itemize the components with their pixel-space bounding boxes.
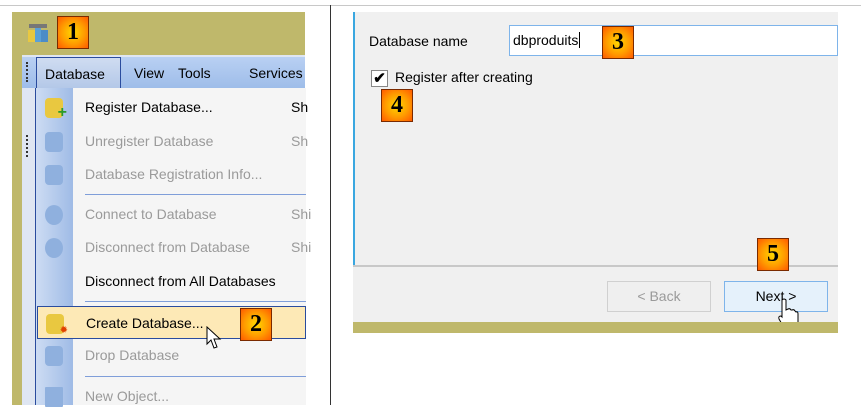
menubar-grip	[26, 62, 32, 82]
menu-tools[interactable]: Tools	[178, 65, 211, 81]
step-badge-4: 4	[381, 89, 413, 122]
step-badge-2: 2	[240, 308, 272, 341]
menu-separator	[85, 376, 306, 377]
database-name-label: Database name	[369, 33, 468, 49]
app-icon	[27, 22, 49, 44]
arrow-cursor-icon	[206, 325, 222, 353]
back-button[interactable]: < Back	[607, 281, 711, 312]
top-divider	[0, 5, 861, 6]
menu-bar: Database View Tools Services	[22, 57, 305, 88]
registration-info-icon	[45, 165, 63, 185]
window-bottom-border	[353, 322, 838, 333]
menu-item-disconnect-all[interactable]: Disconnect from All Databases	[85, 273, 276, 289]
new-object-icon	[45, 387, 63, 407]
next-button[interactable]: Next >	[724, 281, 828, 312]
menu-item-registration-info[interactable]: Database Registration Info...	[36, 158, 306, 191]
register-after-creating-checkbox[interactable]: ✔	[371, 70, 388, 87]
database-menu: + Register Database...Sh Unregister Data…	[35, 88, 311, 407]
menu-item-register-database[interactable]: + Register Database...Sh	[36, 91, 308, 124]
panel-divider	[330, 5, 331, 405]
drop-database-icon	[45, 346, 63, 366]
step-badge-5: 5	[757, 238, 789, 271]
menu-separator	[85, 301, 306, 302]
menu-item-new-object[interactable]: New Object...	[36, 380, 306, 413]
register-after-creating-label[interactable]: Register after creating	[395, 69, 533, 85]
create-database-icon: ✹	[46, 314, 68, 336]
menu-item-drop-database[interactable]: Drop Database	[36, 339, 306, 372]
connect-icon	[45, 205, 63, 225]
register-database-icon: +	[45, 98, 67, 121]
step-badge-3: 3	[602, 26, 634, 59]
menu-database[interactable]: Database	[36, 57, 121, 88]
unregister-database-icon	[45, 132, 63, 152]
disconnect-icon	[45, 238, 63, 258]
step-badge-1: 1	[57, 16, 89, 49]
database-name-input[interactable]: dbproduits	[509, 25, 838, 56]
menu-separator	[85, 194, 306, 195]
toolbar-grip	[26, 135, 32, 157]
menu-view[interactable]: View	[134, 65, 165, 81]
menu-services[interactable]: Services	[249, 65, 303, 81]
